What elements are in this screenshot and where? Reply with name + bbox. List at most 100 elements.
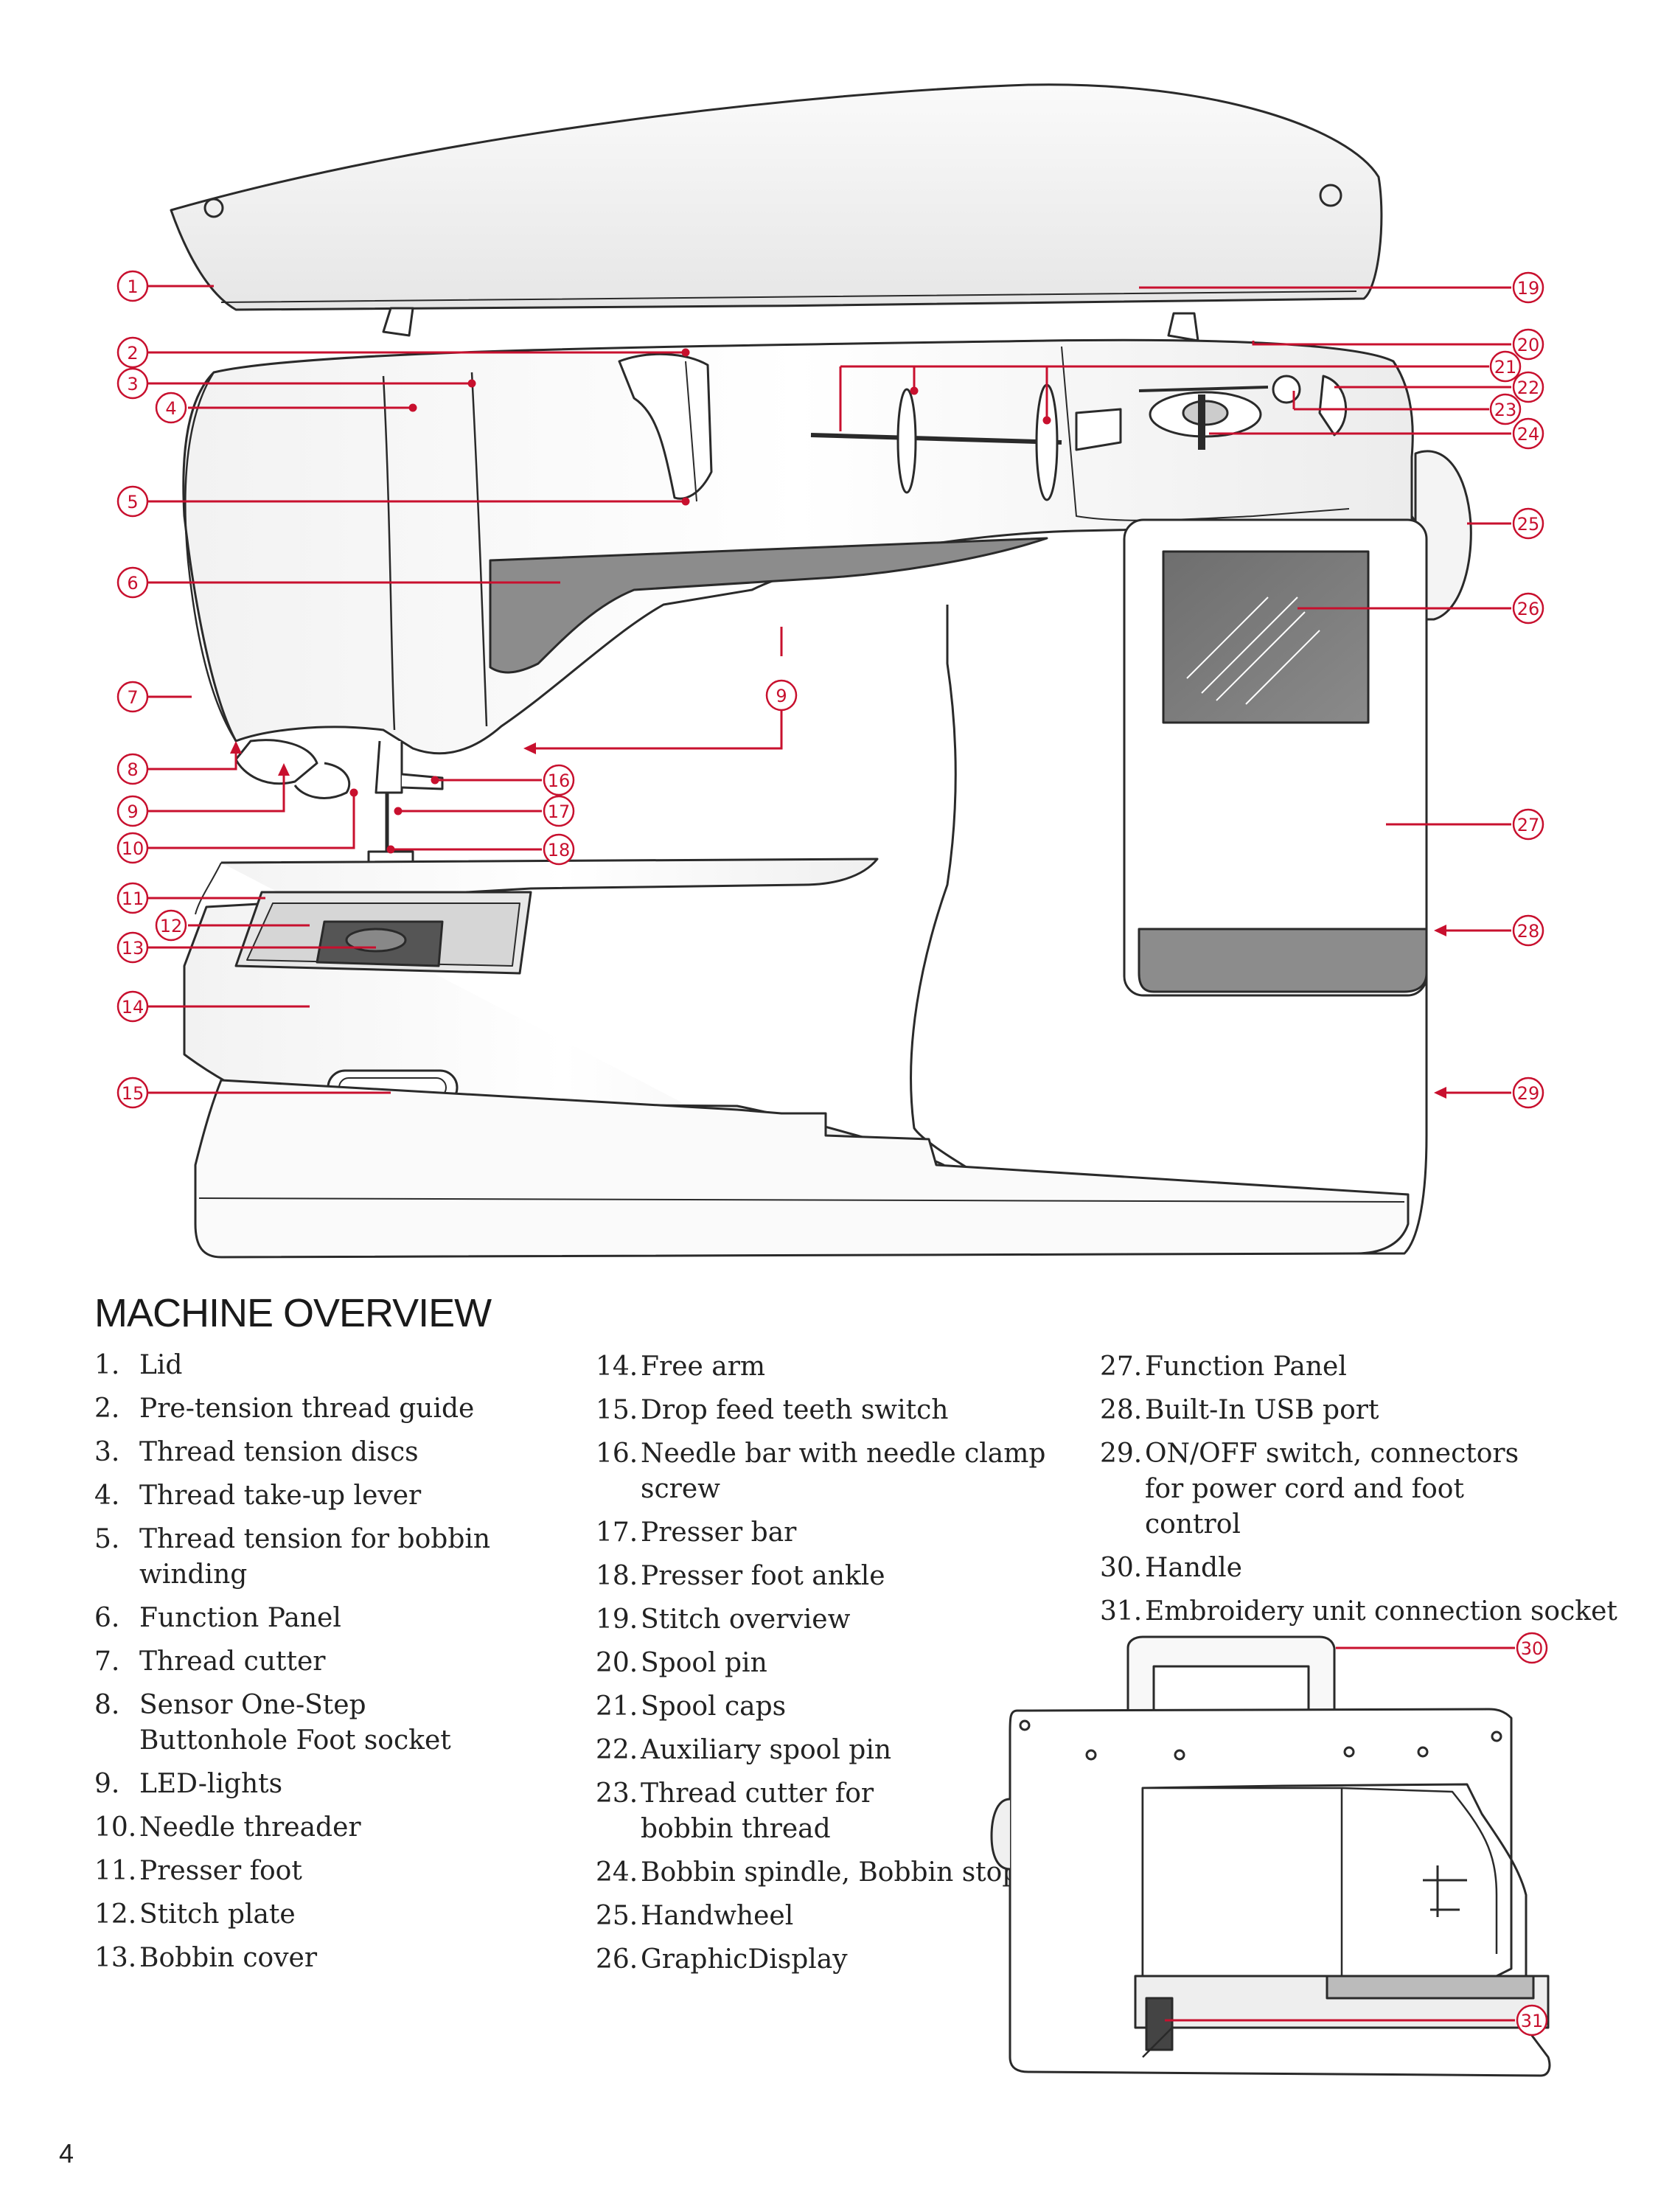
parts-list-column-1: 1.Lid 2.Pre-tension thread guide 3.Threa… [94,1348,574,1984]
svg-text:9: 9 [127,801,138,822]
list-item: 21.Spool caps [596,1691,787,1722]
svg-text:30: 30 [1521,1638,1544,1659]
svg-text:5: 5 [127,492,138,512]
svg-text:9: 9 [776,686,787,706]
svg-text:14: 14 [122,997,144,1018]
lid [170,83,1383,311]
callout-16: 16 [543,764,575,796]
callout-22: 22 [1512,371,1544,403]
svg-text:8: 8 [127,759,138,780]
svg-text:16: 16 [548,771,571,791]
svg-text:26: 26 [1517,599,1540,619]
svg-text:20: 20 [1517,335,1540,355]
svg-text:28: 28 [1517,921,1540,942]
callout-18: 18 [543,833,575,866]
list-item: 8.Sensor One-Step Buttonhole Foot socket [94,1690,451,1756]
callout-17: 17 [543,795,575,827]
callout-27: 27 [1512,808,1544,841]
svg-text:3: 3 [127,374,138,394]
callout-31: 31 [1516,2004,1548,2037]
list-item: 30.Handle [1100,1553,1242,1583]
callout-4: 4 [155,392,187,424]
svg-text:7: 7 [127,687,138,708]
embroidery-socket [1145,1997,1174,2051]
callout-26: 26 [1512,592,1544,625]
list-item: 4.Thread take-up lever [94,1481,422,1511]
svg-text:21: 21 [1494,357,1517,378]
callout-19: 19 [1512,271,1544,304]
list-item: 7.Thread cutter [94,1646,326,1677]
svg-text:15: 15 [122,1083,144,1104]
list-item: 20.Spool pin [596,1648,767,1678]
callout-29: 29 [1512,1077,1544,1109]
list-item: 2.Pre-tension thread guide [94,1394,475,1424]
list-item: 3.Thread tension discs [94,1437,419,1467]
callout-20: 20 [1512,328,1544,361]
list-item: 18.Presser foot ankle [596,1561,885,1591]
list-item: 1.Lid [94,1350,183,1380]
svg-text:17: 17 [548,801,571,822]
svg-text:31: 31 [1521,2011,1544,2031]
svg-text:10: 10 [122,838,144,859]
callout-24: 24 [1512,417,1544,450]
list-item: 16.Needle bar with needle clamp screw [596,1439,1046,1504]
list-item: 5.Thread tension for bobbin winding [94,1524,491,1590]
callout-15: 15 [116,1077,149,1109]
callout-30: 30 [1516,1632,1548,1664]
list-item: 6.Function Panel [94,1603,341,1633]
callout-21: 21 [1489,350,1522,383]
callout-28: 28 [1512,914,1544,947]
svg-text:24: 24 [1517,424,1540,445]
page-number: 4 [59,2138,74,2168]
callout-11: 11 [116,882,149,914]
svg-text:4: 4 [165,398,176,419]
list-item: 14.Free arm [596,1352,766,1382]
callout-5: 5 [116,485,149,518]
svg-text:6: 6 [127,573,138,594]
parts-list-column-2: 14.Free arm 15.Drop feed teeth switch 16… [596,1349,1075,1986]
list-item: 24.Bobbin spindle, Bobbin stop [596,1857,1020,1888]
callout-2: 2 [116,336,149,369]
machine-front-illustration: 1 2 3 4 5 6 7 8 9 9 10 11 12 13 14 15 16… [116,83,1544,1259]
function-panel-bottom [1138,928,1428,993]
list-item: 27.Function Panel [1100,1352,1347,1382]
machine-back-illustration: 30 31 [990,1632,1551,2077]
svg-text:19: 19 [1517,278,1540,299]
section-title: MACHINE OVERVIEW [94,1291,492,1335]
list-item: 22.Auxiliary spool pin [596,1735,892,1765]
list-item: 25.Handwheel [596,1901,794,1931]
parts-list-column-3: 27.Function Panel 28.Built-In USB port 2… [1100,1349,1631,1638]
function-panel-left [489,537,1048,674]
list-item: 12.Stitch plate [94,1899,296,1930]
callout-8: 8 [116,753,149,785]
list-item: 9.LED-lights [94,1769,283,1799]
svg-text:23: 23 [1494,400,1517,420]
svg-text:12: 12 [160,916,183,936]
svg-text:22: 22 [1517,378,1540,398]
list-item: 13.Bobbin cover [94,1943,318,1973]
graphic-display [1162,550,1370,724]
callout-7: 7 [116,681,149,713]
list-item: 26.GraphicDisplay [596,1944,848,1975]
list-item: 10.Needle threader [94,1812,361,1843]
svg-text:2: 2 [127,343,138,364]
callout-6: 6 [116,566,149,599]
svg-text:18: 18 [548,840,571,860]
callout-1: 1 [116,270,149,302]
svg-text:1: 1 [127,276,138,297]
callout-12: 12 [155,909,187,942]
callout-9: 9 [116,795,149,827]
callout-9b: 9 [765,679,798,712]
list-item: 15.Drop feed teeth switch [596,1395,949,1425]
svg-text:27: 27 [1517,815,1540,835]
svg-text:13: 13 [122,938,144,959]
list-item: 11.Presser foot [94,1856,302,1886]
callout-14: 14 [116,990,149,1023]
svg-text:11: 11 [122,888,144,909]
list-item: 23.Thread cutter for bobbin thread [596,1778,874,1844]
handle [1126,1635,1336,1712]
list-item: 29.ON/OFF switch, connectors for power c… [1100,1439,1519,1540]
svg-text:29: 29 [1517,1083,1540,1104]
callout-13: 13 [116,931,149,964]
callout-25: 25 [1512,507,1544,540]
